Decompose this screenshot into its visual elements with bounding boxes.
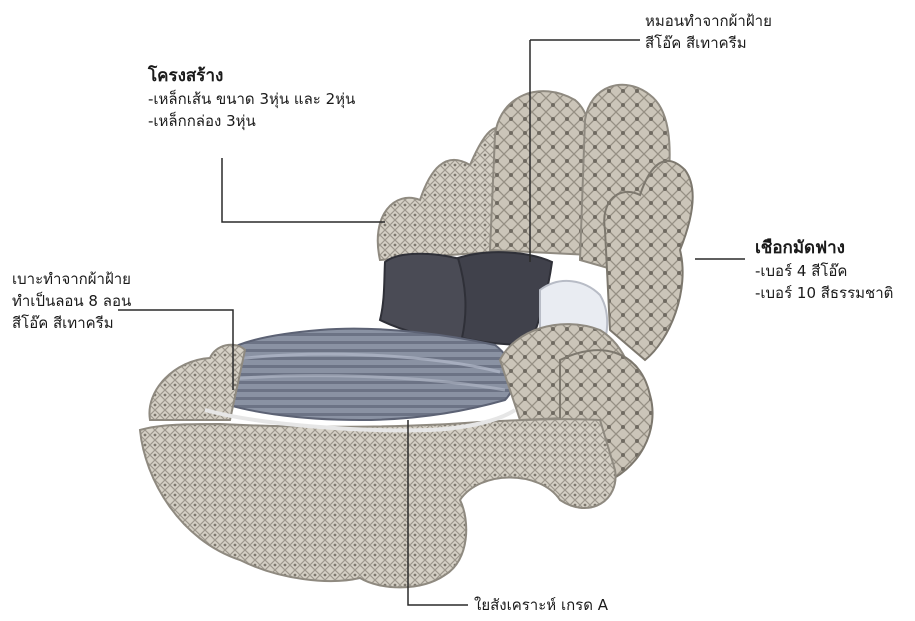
annotation-seat-line-2: ทำเป็นลอน 8 ลอน <box>12 290 131 312</box>
armrest-left <box>149 345 245 420</box>
back-panel-center <box>490 91 595 255</box>
annotation-filling: ใยสังเคราะห์ เกรด A <box>474 594 608 616</box>
annotation-seat-line-1: เบาะทำจากผ้าฝ้าย <box>12 268 131 290</box>
annotation-rope-line-2: -เบอร์ 10 สีธรรมชาติ <box>755 282 893 304</box>
annotation-rope: เชือกมัดฟาง -เบอร์ 4 สีโอ๊ค -เบอร์ 10 สี… <box>755 236 893 304</box>
pillow-back-left <box>380 254 472 340</box>
annotation-pillow-line-1: หมอนทำจากผ้าฝ้าย <box>645 10 772 32</box>
annotation-seat: เบาะทำจากผ้าฝ้าย ทำเป็นลอน 8 ลอน สีโอ๊ค … <box>12 268 131 334</box>
annotation-seat-line-3: สีโอ๊ค สีเทาครีม <box>12 312 131 334</box>
annotation-frame: โครงสร้าง -เหล็กเส้น ขนาด 3หุ่น และ 2หุ่… <box>148 64 355 132</box>
annotation-filling-line-1: ใยสังเคราะห์ เกรด A <box>474 594 608 616</box>
annotation-frame-title: โครงสร้าง <box>148 64 355 88</box>
chair-base <box>140 419 616 587</box>
annotation-frame-line-2: -เหล็กกล่อง 3หุ่น <box>148 110 355 132</box>
seat-cushion <box>202 329 514 420</box>
leader-frame <box>222 158 385 222</box>
annotation-pillow: หมอนทำจากผ้าฝ้าย สีโอ๊ค สีเทาครีม <box>645 10 772 54</box>
annotation-pillow-line-2: สีโอ๊ค สีเทาครีม <box>645 32 772 54</box>
annotation-frame-line-1: -เหล็กเส้น ขนาด 3หุ่น และ 2หุ่น <box>148 88 355 110</box>
annotation-rope-title: เชือกมัดฟาง <box>755 236 893 260</box>
annotation-rope-line-1: -เบอร์ 4 สีโอ๊ค <box>755 260 893 282</box>
